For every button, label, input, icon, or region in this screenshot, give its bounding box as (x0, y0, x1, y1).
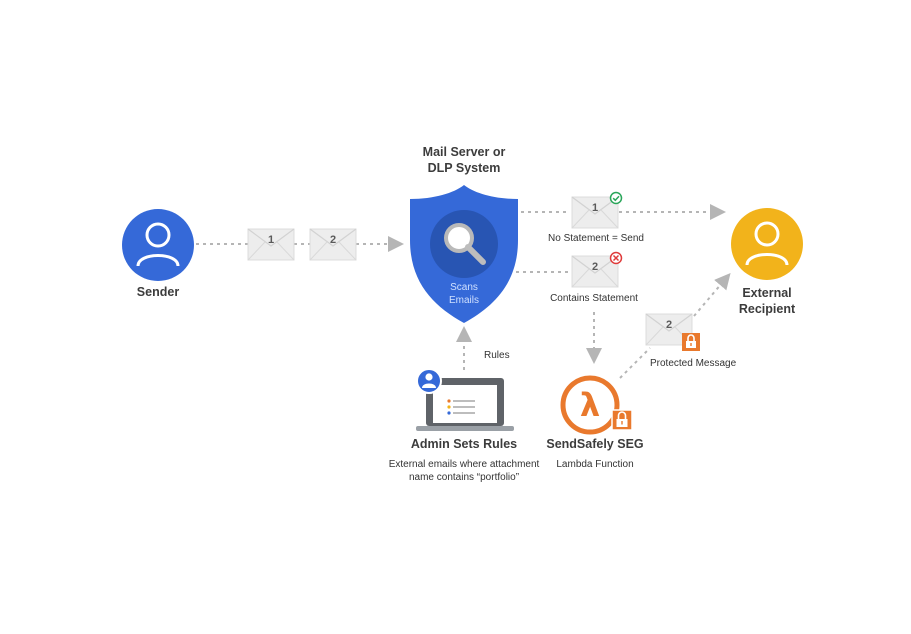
envelope-number: 2 (330, 234, 336, 246)
lambda-icon: λ (560, 375, 620, 435)
admin-user-icon (416, 368, 442, 394)
laptop-icon (416, 378, 514, 431)
shield-label-scans: Scans (450, 282, 478, 293)
admin-desc-line1: External emails where attachment (388, 459, 540, 470)
mail-server-title-line2: DLP System (427, 161, 501, 175)
lock-icon (682, 333, 700, 351)
rules-label: Rules (484, 350, 510, 361)
envelope-number: 1 (268, 234, 274, 246)
protected-message-label: Protected Message (650, 358, 737, 369)
svg-text:λ: λ (580, 386, 600, 424)
no-statement-label: No Statement = Send (548, 233, 644, 244)
admin-desc-line2: name contains “portfolio” (408, 472, 520, 483)
sender-user-icon (122, 209, 194, 281)
sendsafely-subtitle: Lambda Function (556, 459, 634, 470)
recipient-user-icon (731, 208, 803, 280)
shield-label-emails: Emails (449, 295, 479, 306)
recipient-label-line1: External (742, 286, 792, 300)
sendsafely-title: SendSafely SEG (546, 437, 644, 451)
flow-arrow (693, 272, 731, 317)
admin-title: Admin Sets Rules (410, 437, 518, 451)
flow-line (619, 347, 651, 379)
check-circle-icon (609, 191, 623, 205)
x-circle-icon (609, 251, 623, 265)
search-icon (444, 223, 486, 265)
sender-label: Sender (136, 285, 180, 299)
recipient-label-line2: Recipient (738, 302, 796, 316)
envelope-number: 1 (592, 202, 598, 214)
envelope-number: 2 (666, 319, 672, 331)
envelope-number: 2 (592, 261, 598, 273)
lock-icon (611, 409, 633, 431)
mail-server-title-line1: Mail Server or (422, 145, 506, 159)
contains-statement-label: Contains Statement (550, 293, 638, 304)
